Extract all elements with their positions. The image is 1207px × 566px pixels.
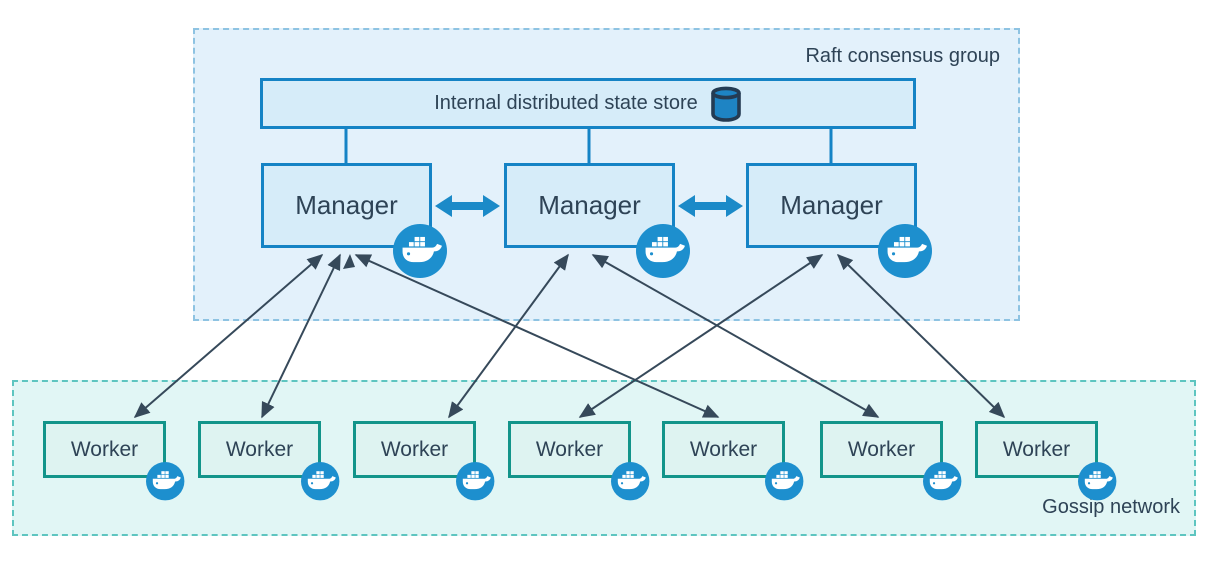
worker-5-label: Worker (689, 437, 758, 461)
worker-1-box: Worker (43, 421, 166, 478)
worker-2-label: Worker (225, 437, 294, 461)
manager-2-box: Manager (504, 163, 675, 248)
worker-7-label: Worker (1002, 437, 1071, 461)
manager-1-label: Manager (295, 190, 398, 220)
gossip-network-label: Gossip network (1042, 496, 1180, 518)
manager-1-box: Manager (261, 163, 432, 248)
database-icon (710, 86, 741, 122)
state-store-label: Internal distributed state store (434, 92, 698, 114)
manager-3-label: Manager (780, 190, 883, 220)
worker-6-label: Worker (847, 437, 916, 461)
state-store-box: Internal distributed state store (260, 78, 916, 129)
worker-3-label: Worker (380, 437, 449, 461)
worker-4-label: Worker (535, 437, 604, 461)
raft-group-label: Raft consensus group (805, 45, 1000, 67)
manager-3-box: Manager (746, 163, 917, 248)
worker-1-label: Worker (70, 437, 139, 461)
worker-5-box: Worker (662, 421, 785, 478)
worker-2-box: Worker (198, 421, 321, 478)
worker-3-box: Worker (353, 421, 476, 478)
manager-2-label: Manager (538, 190, 641, 220)
worker-7-box: Worker (975, 421, 1098, 478)
worker-6-box: Worker (820, 421, 943, 478)
worker-4-box: Worker (508, 421, 631, 478)
